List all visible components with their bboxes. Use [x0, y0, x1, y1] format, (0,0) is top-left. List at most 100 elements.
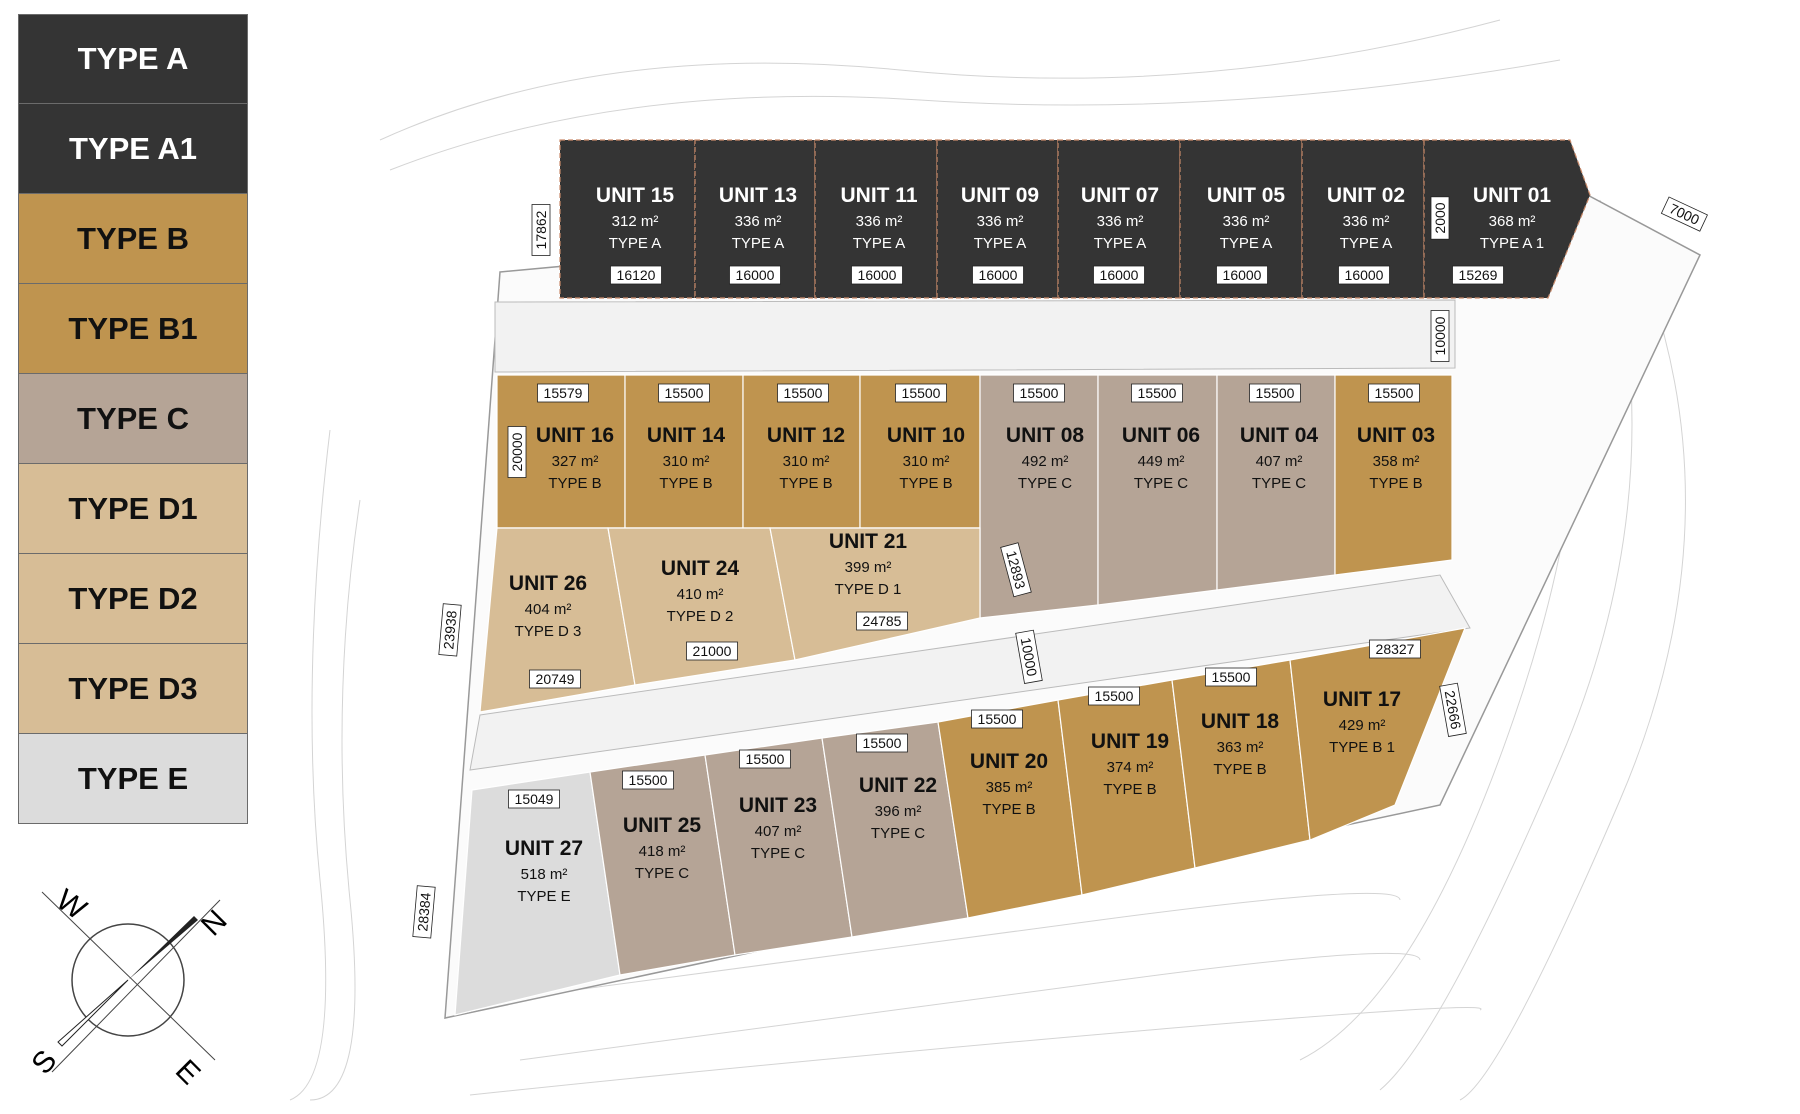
unit-name: UNIT 12 — [767, 424, 845, 447]
unit-dimension-label: 15500 — [863, 735, 902, 751]
unit-area: 336 m² — [735, 213, 782, 230]
unit-area: 418 m² — [639, 843, 686, 860]
unit-type: TYPE A — [853, 235, 906, 252]
dimension-box — [1000, 542, 1032, 598]
unit-name: UNIT 26 — [509, 572, 587, 595]
legend-type-a1: TYPE A1 — [18, 104, 248, 194]
unit-area: 336 m² — [1223, 213, 1270, 230]
unit-type: TYPE A — [1094, 235, 1147, 252]
unit-dimension-label: 16120 — [617, 267, 656, 283]
unit-dimension-tag — [1368, 383, 1420, 403]
legend-type-e: TYPE E — [18, 734, 248, 824]
unit-name: UNIT 18 — [1201, 710, 1280, 733]
unit-name: UNIT 03 — [1357, 424, 1435, 447]
dimension-value: 28384 — [414, 892, 433, 932]
unit-name: UNIT 13 — [719, 184, 797, 207]
unit-type: TYPE C — [1134, 475, 1188, 492]
unit-dimension-label: 15500 — [629, 772, 668, 788]
unit-dimension-label: 16000 — [979, 267, 1018, 283]
dimension-callout: 28384 — [412, 885, 436, 939]
unit-dimension-label: 15049 — [515, 791, 554, 807]
unit-area: 310 m² — [663, 453, 710, 470]
unit-name: UNIT 22 — [859, 774, 937, 797]
unit-dimension-tag — [729, 265, 781, 285]
compass-rose: W N S E — [25, 883, 233, 1091]
unit-footprint — [607, 527, 796, 686]
unit-area: 429 m² — [1339, 717, 1386, 734]
unit-dimension-tag — [508, 789, 560, 809]
unit-area: 449 m² — [1138, 453, 1185, 470]
unit-area: 518 m² — [521, 866, 568, 883]
unit-dimension-tag — [972, 265, 1024, 285]
unit-dimension-tag — [529, 669, 581, 689]
unit-dimension-label: 16000 — [1100, 267, 1139, 283]
dimension-value: 10000 — [1018, 636, 1041, 677]
unit-dimension-tag — [622, 770, 674, 790]
compass-axis-we — [41, 891, 216, 1061]
legend-type-b: TYPE B — [18, 194, 248, 284]
upper-road — [494, 299, 1456, 373]
dimension-box — [1015, 629, 1043, 684]
dimension-callout: 17862 — [531, 204, 551, 256]
unit-name: UNIT 02 — [1327, 184, 1405, 207]
unit-name: UNIT 23 — [739, 794, 817, 817]
unit-dimension-tag — [1338, 265, 1390, 285]
unit-dimension-tag — [971, 709, 1023, 729]
unit-footprint — [694, 139, 816, 299]
unit-dimension-tag — [777, 383, 829, 403]
unit-type: TYPE B — [1103, 781, 1156, 798]
dimension-box — [1430, 310, 1450, 362]
unit-footprint — [1289, 627, 1466, 841]
unit-dimension-label: 15500 — [1020, 385, 1059, 401]
unit-dimension-tag — [1013, 383, 1065, 403]
unit-area: 310 m² — [783, 453, 830, 470]
unit-area: 312 m² — [612, 213, 659, 230]
unit-dimension-label: 16000 — [858, 267, 897, 283]
dimension-callout: 2000 — [1430, 196, 1450, 240]
unit-dimension-tag — [1088, 686, 1140, 706]
unit-type: TYPE D 3 — [515, 623, 582, 640]
compass-tail — [57, 979, 129, 1047]
dimension-box — [1660, 196, 1708, 232]
unit-dimension-label: 16000 — [736, 267, 775, 283]
unit-dimension-tag — [686, 641, 738, 661]
legend-type-d3: TYPE D3 — [18, 644, 248, 734]
unit-unit-18[interactable]: UNIT 18 363 m² TYPE B 15500 — [1171, 659, 1311, 869]
unit-dimension-tag — [851, 265, 903, 285]
unit-dimension-label: 20749 — [536, 671, 575, 687]
unit-type: TYPE A — [1340, 235, 1393, 252]
unit-dimension-tag — [856, 611, 908, 631]
unit-type: TYPE C — [1252, 475, 1306, 492]
unit-name: UNIT 19 — [1091, 730, 1169, 753]
unit-type: TYPE B — [1213, 761, 1266, 778]
unit-dimension-label: 15500 — [1212, 669, 1251, 685]
unit-dimension-tag — [1369, 639, 1421, 659]
unit-area: 363 m² — [1217, 739, 1264, 756]
unit-name: UNIT 27 — [505, 837, 583, 860]
